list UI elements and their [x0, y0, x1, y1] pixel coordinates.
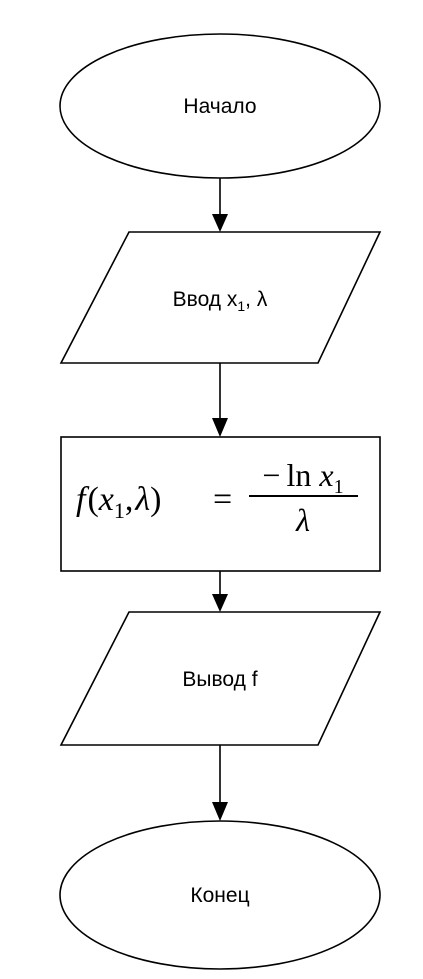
formula-equals: =: [213, 481, 232, 518]
output-label: Вывод f: [182, 668, 257, 691]
output-block[interactable]: Вывод f: [59, 611, 382, 746]
start-label: Начало: [183, 95, 256, 118]
input-label: Ввод x1, λ: [173, 288, 268, 314]
formula-denominator: λ: [295, 502, 310, 538]
connector-output-end: [212, 745, 228, 821]
end-label: Конец: [190, 884, 249, 907]
end-terminator[interactable]: Конец: [59, 820, 381, 970]
formula-lhs: f(x1,λ): [76, 481, 161, 523]
input-block[interactable]: Ввод x1, λ: [59, 231, 382, 364]
connector-process-output: [212, 571, 228, 612]
connector-input-process: [212, 363, 228, 437]
start-terminator[interactable]: Начало: [59, 33, 381, 179]
connector-start-input: [212, 178, 228, 232]
